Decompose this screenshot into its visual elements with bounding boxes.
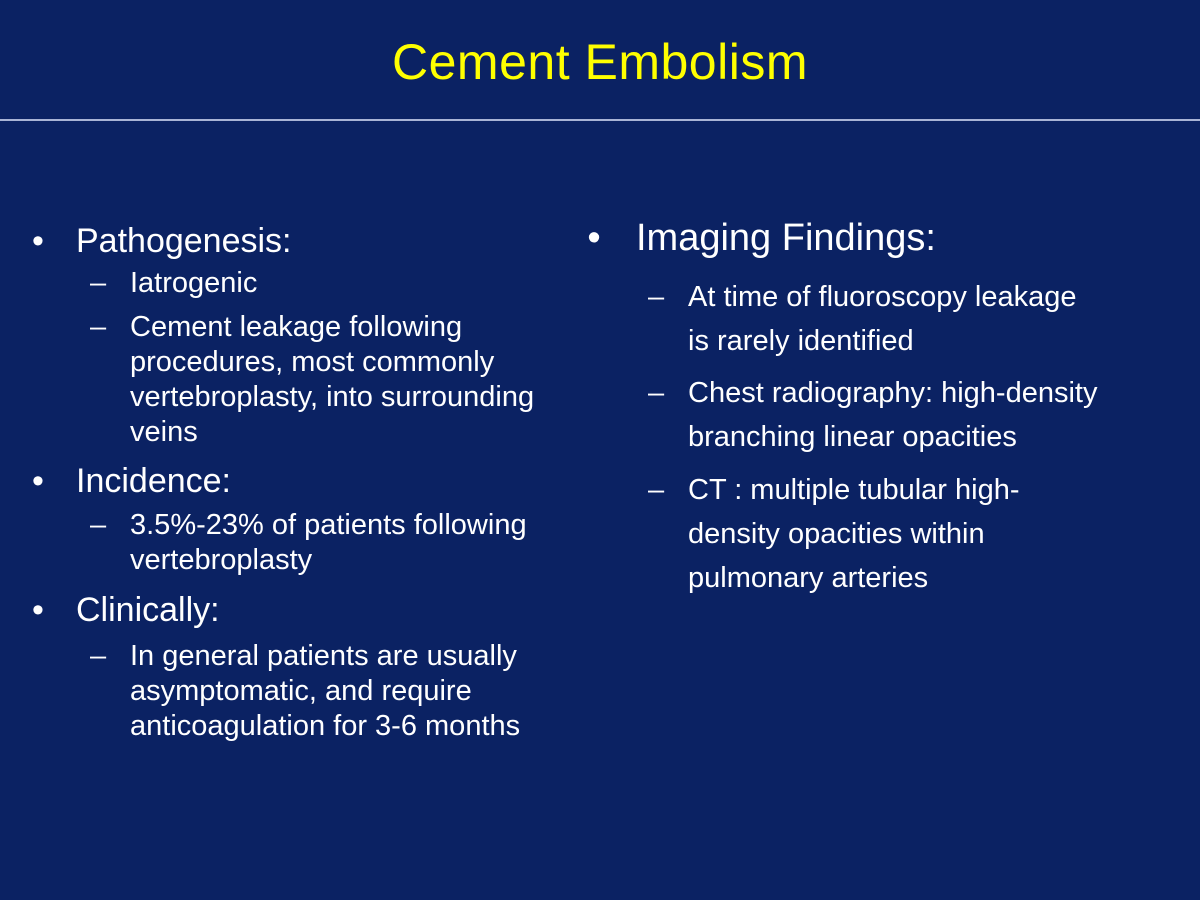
dash-glyph: – — [648, 377, 665, 409]
sub-bullet-text: In general patients are usually asymptom… — [130, 640, 521, 742]
dash-glyph: – — [90, 311, 107, 343]
dash-glyph: – — [648, 281, 665, 313]
bullet-dot: • — [32, 222, 44, 260]
dash-glyph: – — [90, 640, 107, 672]
title-divider — [0, 119, 1200, 121]
dash-glyph: – — [90, 509, 107, 541]
sub-bullet-text: Cement leakage following procedures, mos… — [130, 311, 535, 448]
dash-glyph: – — [648, 474, 665, 506]
bullet-heading: Clinically: — [76, 591, 220, 629]
bullet-dot: • — [587, 217, 601, 259]
slide-title: Cement Embolism — [392, 34, 808, 90]
bullet-heading: Incidence: — [76, 462, 231, 500]
sub-bullet-text: At time of fluoroscopy leakage is rarely… — [688, 281, 1077, 357]
sub-bullet-text: 3.5%-23% of patients following vertebrop… — [130, 509, 527, 576]
bullet-dot: • — [32, 462, 44, 500]
bullet-heading: Pathogenesis: — [76, 222, 292, 260]
dash-glyph: – — [90, 267, 107, 299]
sub-bullet-text: Iatrogenic — [130, 267, 258, 299]
sub-bullet-text: CT : multiple tubular high- density opac… — [688, 474, 1020, 594]
sub-bullet-text: Chest radiography: high-density branchin… — [688, 377, 1098, 453]
bullet-dot: • — [32, 591, 44, 629]
bullet-heading: Imaging Findings: — [636, 217, 936, 259]
